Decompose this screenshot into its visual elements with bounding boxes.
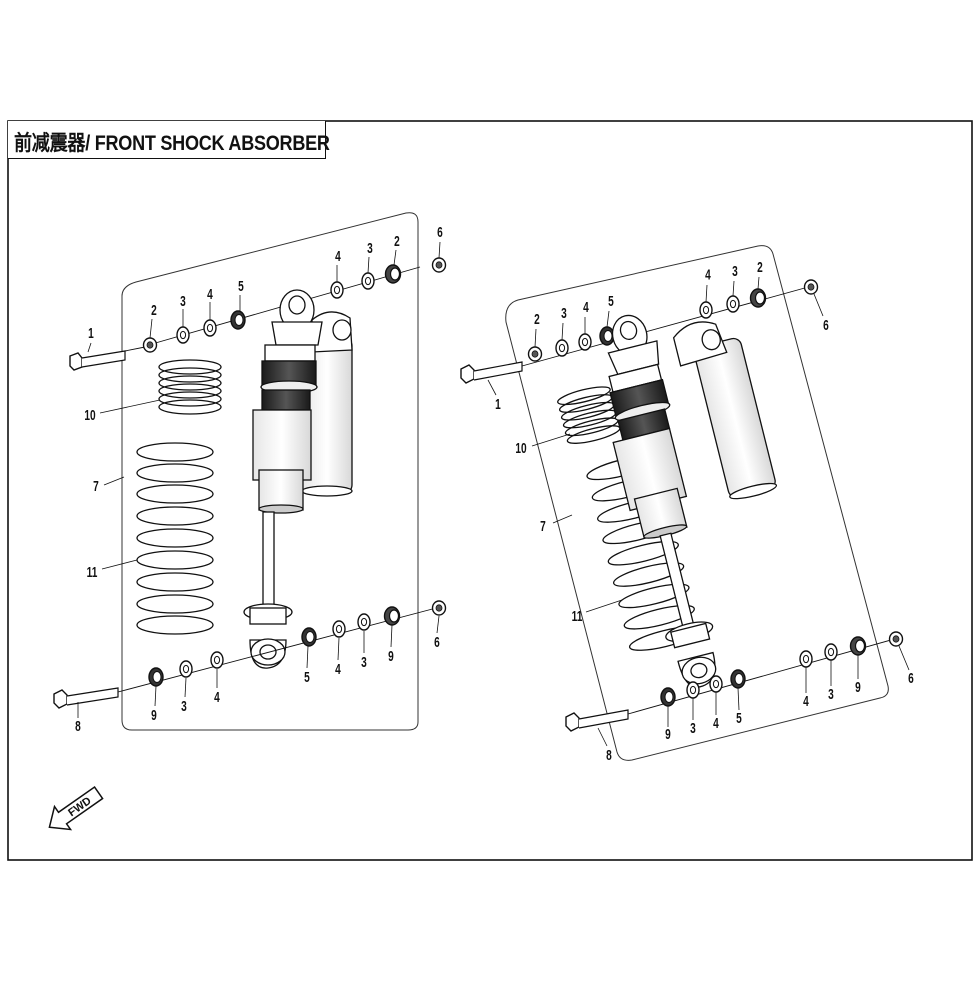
callout-r-4d: 4 <box>713 715 719 731</box>
shock-body-left <box>243 289 353 669</box>
callout-l-2b: 2 <box>394 233 400 249</box>
callout-l-1: 1 <box>88 325 94 341</box>
callout-l-5b: 5 <box>304 669 310 685</box>
callout-l-8: 8 <box>75 718 81 734</box>
callout-l-3d: 3 <box>181 698 187 714</box>
callout-r-9b: 9 <box>665 726 671 742</box>
callout-r-4b: 4 <box>705 267 711 283</box>
title-box <box>8 121 326 159</box>
callout-r-9a: 9 <box>855 679 861 695</box>
callout-r-3d: 3 <box>690 720 696 736</box>
spring-11-left <box>136 442 214 635</box>
bolt-1-right <box>460 361 523 384</box>
callout-r-5b: 5 <box>736 710 742 726</box>
callout-r-8: 8 <box>606 747 612 763</box>
left-group-outline <box>121 212 419 731</box>
callout-l-2a: 2 <box>151 302 157 318</box>
callout-l-6a: 6 <box>437 224 443 240</box>
callout-l-4c: 4 <box>335 661 341 677</box>
callout-l-5a: 5 <box>238 278 244 294</box>
shock-body-right <box>607 314 778 688</box>
callout-r-6b: 6 <box>908 670 914 686</box>
callout-r-3c: 3 <box>828 686 834 702</box>
callout-r-11: 11 <box>572 608 583 624</box>
callout-r-4c: 4 <box>803 693 809 709</box>
left-shock-assembly <box>53 212 447 731</box>
callout-r-3a: 3 <box>561 305 567 321</box>
callout-l-3b: 3 <box>367 240 373 256</box>
fwd-arrow: FWD <box>48 786 104 831</box>
callout-l-3a: 3 <box>180 293 186 309</box>
spring-10-left <box>158 359 222 415</box>
diagram-frame <box>7 120 973 861</box>
bolt-8-left <box>53 687 119 709</box>
callout-r-2b: 2 <box>757 259 763 275</box>
right-group-outline <box>505 245 889 761</box>
callout-l-9a: 9 <box>388 648 394 664</box>
bolt-1-left <box>69 346 146 371</box>
callout-r-2a: 2 <box>534 311 540 327</box>
callout-r-3b: 3 <box>732 263 738 279</box>
callout-l-11: 11 <box>87 564 98 580</box>
callout-r-10: 10 <box>515 440 526 456</box>
callout-r-7: 7 <box>540 518 546 534</box>
page-title: 前减震器/ FRONT SHOCK ABSORBER <box>14 132 330 155</box>
callout-r-5a: 5 <box>608 293 614 309</box>
callout-l-4d: 4 <box>214 689 220 705</box>
callout-l-6b: 6 <box>434 634 440 650</box>
callout-r-6a: 6 <box>823 317 829 333</box>
callout-l-10: 10 <box>84 407 95 423</box>
callout-l-4a: 4 <box>207 286 213 302</box>
callout-l-7: 7 <box>93 478 99 494</box>
callout-l-4b: 4 <box>335 248 341 264</box>
callout-r-4a: 4 <box>583 299 589 315</box>
callout-r-1: 1 <box>495 396 501 412</box>
right-shock-assembly <box>460 245 910 761</box>
callout-l-3c: 3 <box>361 654 367 670</box>
callout-l-9b: 9 <box>151 707 157 723</box>
bolt-8-right <box>565 709 629 732</box>
